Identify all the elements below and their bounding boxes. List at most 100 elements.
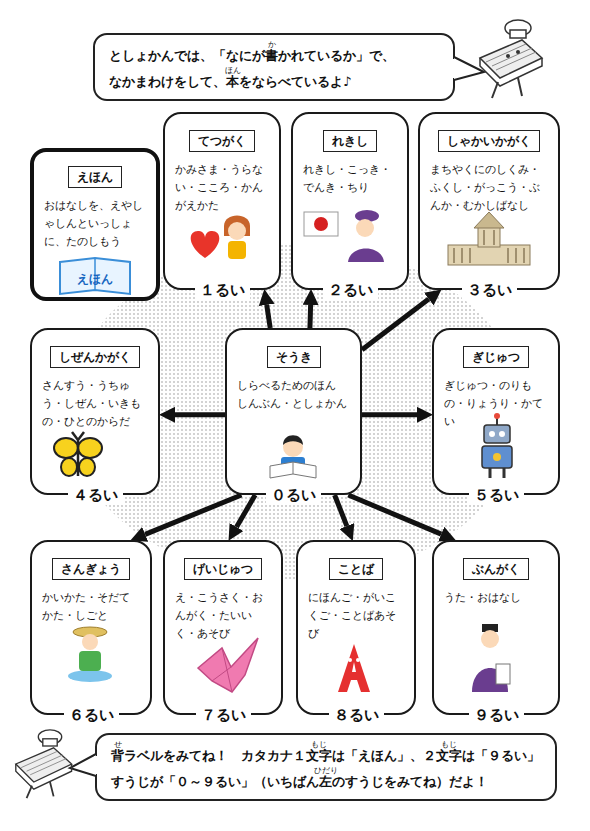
writer bbox=[481, 630, 499, 648]
paper-crane bbox=[198, 638, 258, 692]
category-description: まちやくにのしくみ・ふくし・がっこう・ぶんか・むかしばなし bbox=[430, 161, 548, 215]
robot bbox=[482, 413, 512, 478]
category-heading: えほん bbox=[68, 166, 122, 188]
letter-character bbox=[338, 644, 370, 692]
book-mascot bbox=[16, 764, 72, 789]
category-arrow bbox=[348, 495, 441, 534]
robot bbox=[499, 431, 505, 437]
boy-reading bbox=[283, 435, 303, 445]
writer bbox=[496, 664, 510, 684]
heading-wrap: れきし bbox=[303, 130, 397, 152]
heading-wrap: さんぎょう bbox=[42, 558, 140, 580]
category-description: しらべるためのほん しんぶん・としょかん bbox=[237, 377, 350, 413]
category-description: さんすう・うちゅう・しぜん・いきもの・ひとのからだ bbox=[42, 377, 148, 431]
category-box: ぶんがくうた・おはなし９るい bbox=[432, 540, 560, 715]
picture-book-icon bbox=[60, 258, 130, 294]
diet-building bbox=[454, 230, 524, 263]
girl-with-heart bbox=[191, 216, 250, 260]
category-description: え・こうさく・おんがく・たいいく・あそび bbox=[175, 589, 271, 643]
book-label: えほん bbox=[77, 272, 113, 286]
girl-with-heart bbox=[228, 222, 246, 240]
category-heading: げいじゅつ bbox=[184, 558, 262, 580]
heading-wrap: ことば bbox=[308, 558, 404, 580]
girl-with-heart bbox=[228, 241, 246, 259]
book-mascot bbox=[505, 20, 531, 36]
category-box: ことばにほんご・がいこくご・ことばあそび８るい bbox=[296, 540, 416, 715]
category-heading: そうき bbox=[267, 346, 321, 368]
ruby-reading: か bbox=[268, 41, 276, 49]
category-box: ぎじゅつぎじゅつ・のりもの・りょうり・かてい５るい bbox=[432, 328, 560, 495]
book-label-wrap: えほん bbox=[34, 268, 156, 287]
book-mascot bbox=[38, 730, 61, 744]
category-arrow bbox=[362, 412, 417, 417]
flag-and-person bbox=[314, 217, 328, 231]
book-mascot bbox=[43, 739, 57, 746]
robot bbox=[490, 468, 504, 478]
category-box: しゃかいかがくまちやくにのしくみ・ふくし・がっこう・ぶんか・むかしばなし３るい bbox=[418, 112, 560, 290]
category-heading: しゃかいかがく bbox=[438, 130, 540, 152]
farmer bbox=[68, 670, 112, 682]
heading-wrap: げいじゅつ bbox=[175, 558, 271, 580]
category-description: にほんご・がいこくご・ことばあそび bbox=[308, 589, 404, 643]
class-number-wrap: ３るい bbox=[420, 280, 558, 299]
picture-book-icon bbox=[60, 258, 130, 294]
book-mascot bbox=[480, 58, 542, 86]
category-arrow bbox=[307, 305, 313, 328]
robot bbox=[482, 446, 512, 468]
category-heading: てつがく bbox=[189, 130, 255, 152]
bubble-tail bbox=[451, 59, 456, 78]
class-number-wrap: ７るい bbox=[165, 705, 281, 724]
class-number-wrap: ２るい bbox=[293, 280, 407, 299]
book-mascot bbox=[21, 751, 66, 774]
class-number-wrap: １るい bbox=[165, 280, 279, 299]
book-mascot bbox=[486, 44, 536, 70]
heading-wrap: しぜんかがく bbox=[42, 346, 148, 368]
ruby-reading: せ bbox=[114, 741, 122, 749]
book-mascot bbox=[506, 54, 510, 58]
category-heading: ことば bbox=[329, 558, 383, 580]
ruby-reading: ほん bbox=[225, 67, 241, 75]
heading-wrap: そうき bbox=[237, 346, 350, 368]
book-mascot bbox=[516, 50, 520, 54]
category-box: てつがくかみさま・うらない・こころ・かんがえかた１るい bbox=[163, 112, 281, 290]
ruby-reading: もじ bbox=[441, 741, 457, 749]
category-arrow bbox=[145, 495, 241, 534]
diet-building bbox=[478, 227, 500, 247]
paper-crane bbox=[212, 648, 232, 692]
category-arrow bbox=[335, 495, 347, 526]
butterfly bbox=[61, 458, 77, 476]
category-arrow bbox=[175, 412, 225, 417]
class-number: ９るい bbox=[469, 706, 524, 724]
bubble-tail bbox=[70, 754, 99, 776]
book-mascot bbox=[16, 748, 72, 782]
bubble-tail bbox=[70, 754, 96, 776]
category-box: そうきしらべるためのほん しんぶん・としょかん０るい bbox=[225, 328, 362, 495]
category-box: れきしれきし・こっき・でんき・ちり２るい bbox=[291, 112, 409, 290]
robot bbox=[493, 453, 501, 461]
farmer bbox=[68, 627, 112, 682]
robot bbox=[484, 425, 510, 443]
category-heading: さんぎょう bbox=[52, 558, 130, 580]
book-mascot bbox=[492, 78, 522, 98]
boy-reading bbox=[281, 457, 305, 469]
heading-wrap: えほん bbox=[44, 166, 146, 188]
butterfly bbox=[54, 432, 102, 476]
class-number: ４るい bbox=[68, 486, 123, 504]
writer bbox=[472, 624, 510, 692]
class-number: ２るい bbox=[323, 281, 378, 299]
letter-character bbox=[352, 662, 356, 672]
book-mascot bbox=[27, 782, 54, 798]
class-number: ７るい bbox=[196, 706, 251, 724]
heading-wrap: しゃかいかがく bbox=[430, 130, 548, 152]
robot bbox=[489, 431, 495, 437]
category-description: かみさま・うらない・こころ・かんがえかた bbox=[175, 161, 269, 215]
class-number-wrap: ４るい bbox=[32, 485, 158, 504]
flag-and-person bbox=[355, 210, 379, 222]
butterfly bbox=[54, 438, 78, 458]
category-box: げいじゅつえ・こうさく・おんがく・たいいく・あそび７るい bbox=[163, 540, 283, 715]
ruby-reading: もじ bbox=[311, 741, 327, 749]
category-description: うた・おはなし bbox=[444, 589, 548, 607]
writer bbox=[482, 624, 498, 632]
bubble-text: としょかんでは、「なにが書かれているか」で、なかまわけをして、本をならべているよ… bbox=[109, 43, 403, 95]
